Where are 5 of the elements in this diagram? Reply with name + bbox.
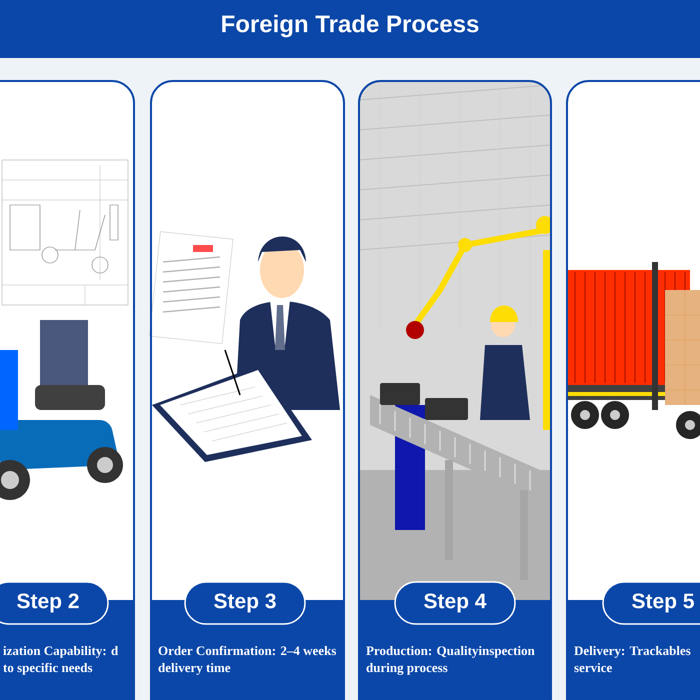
step-pill: Step 2 <box>0 581 109 625</box>
title-banner: Foreign Trade Process <box>0 0 700 58</box>
step-pill: Step 5 <box>602 581 700 625</box>
step-pill: Step 4 <box>394 581 516 625</box>
step-pill: Step 3 <box>184 581 306 625</box>
